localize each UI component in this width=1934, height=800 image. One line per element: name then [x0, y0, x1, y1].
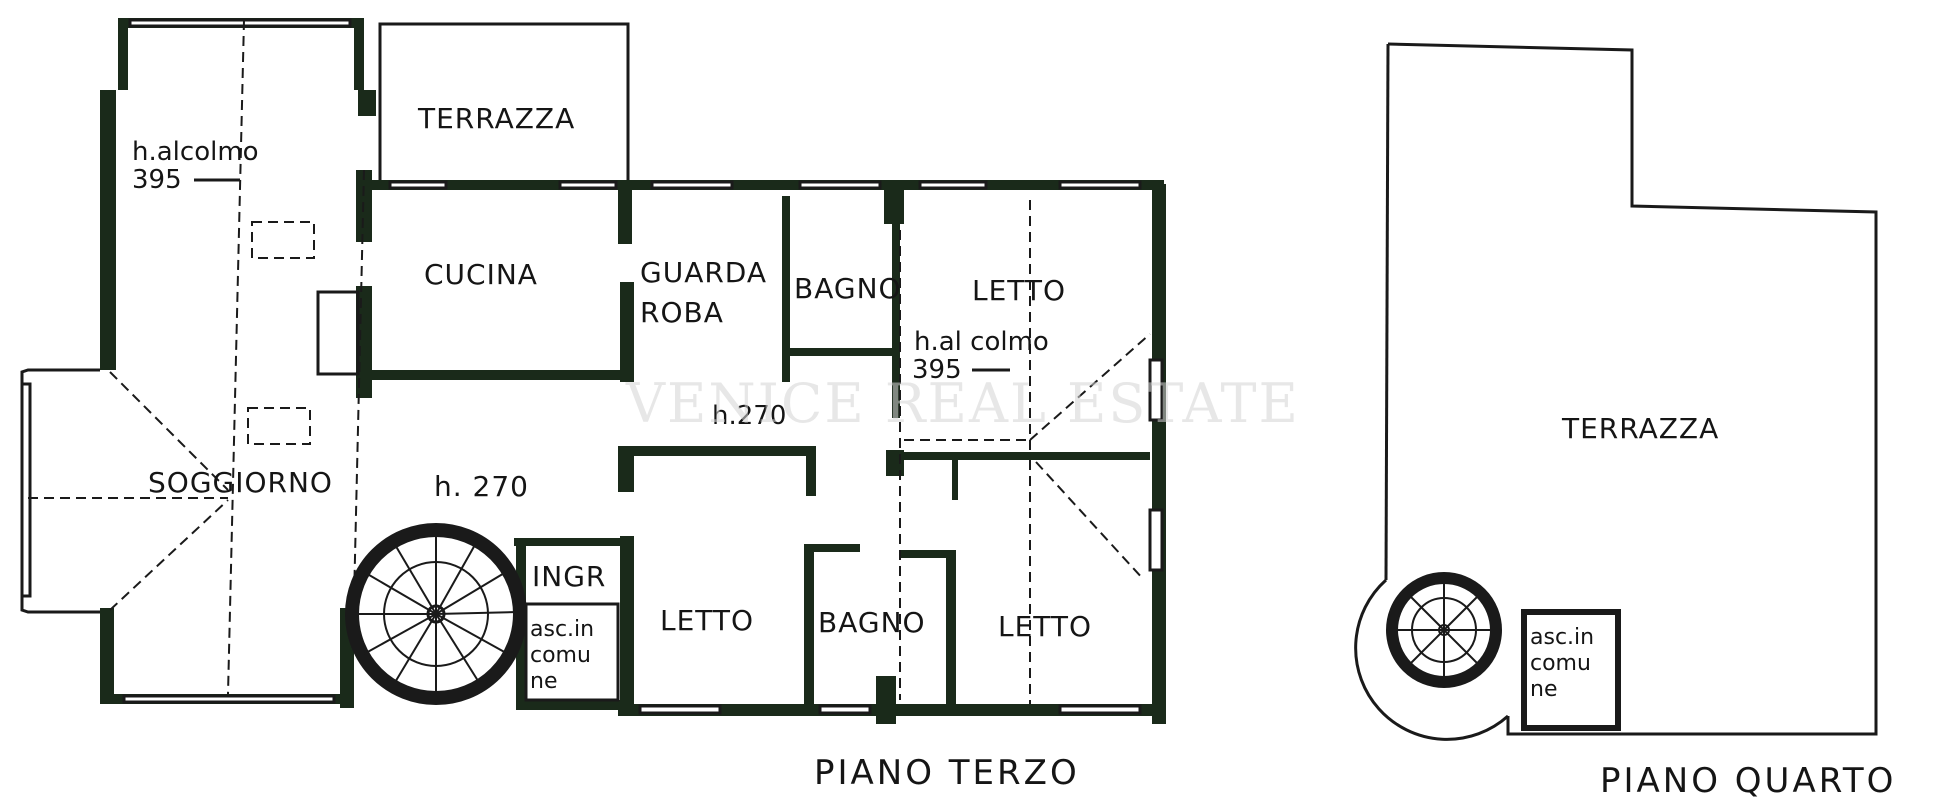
wall: [118, 18, 128, 90]
wall: [100, 608, 114, 704]
window: [918, 180, 988, 190]
window: [558, 180, 618, 190]
window: [20, 382, 32, 598]
label-terrazza: TERRAZZA: [417, 102, 575, 135]
wall: [804, 544, 814, 710]
wall: [618, 446, 634, 492]
skylight: [251, 221, 315, 259]
label-ascensore-q-1: asc.in: [1530, 625, 1594, 650]
wall: [782, 196, 790, 382]
wall: [1384, 43, 1390, 581]
wall: [620, 282, 634, 382]
wall: [618, 446, 816, 456]
label-height-colmo-letto-value: 395: [912, 355, 962, 385]
label-ascensore-2: comu: [530, 643, 591, 668]
terrazza-outline: [378, 22, 630, 184]
label-letto-bottom-left: LETTO: [660, 604, 754, 637]
window: [128, 18, 352, 28]
window: [388, 180, 448, 190]
window: [650, 180, 734, 190]
label-cucina: CUCINA: [424, 258, 538, 291]
label-ascensore-1: asc.in: [530, 617, 594, 642]
spiral-staircase: [1386, 572, 1502, 688]
window: [1148, 508, 1164, 572]
window: [1148, 358, 1164, 422]
wall: [618, 180, 632, 244]
chimney: [316, 290, 360, 376]
label-height-colmo-letto: h.al colmo: [914, 327, 1049, 357]
piano-quarto-plan: TERRAZZA asc.in comu ne PIANO QUARTO: [1354, 42, 1896, 800]
window: [818, 704, 872, 715]
label-height-colmo-soggiorno-value: 395: [132, 165, 182, 195]
ridge-line: [1029, 333, 1151, 441]
label-height-corridoio: h.270: [712, 401, 786, 431]
bay-window: [20, 368, 100, 614]
wall: [354, 18, 364, 90]
wall: [884, 180, 904, 224]
wall: [620, 536, 634, 716]
label-ascensore-q-2: comu: [1530, 651, 1591, 676]
wall: [514, 538, 634, 546]
wall: [806, 544, 860, 552]
window: [638, 704, 722, 715]
window: [798, 180, 882, 190]
wall: [806, 446, 816, 496]
stair-curve: [1354, 578, 1509, 741]
terrazza-outline: [1387, 42, 1878, 736]
wall: [788, 348, 900, 356]
label-height-soggiorno: h. 270: [434, 470, 529, 503]
label-height-colmo-soggiorno: h.alcolmo: [132, 137, 259, 167]
lift-shaft: [1521, 609, 1621, 731]
label-guardaroba-2: ROBA: [640, 296, 724, 329]
label-soggiorno: SOGGIORNO: [148, 466, 333, 499]
wall: [100, 90, 116, 370]
piano-terzo-plan: TERRAZZA CUCINA GUARDA ROBA BAGNO LETTO …: [20, 18, 1166, 793]
wall: [372, 180, 1164, 190]
title-piano-terzo: PIANO TERZO: [814, 753, 1080, 793]
wall: [876, 676, 896, 724]
ridge-line: [353, 169, 365, 601]
spiral-staircase: [345, 523, 527, 705]
ridge-line: [227, 19, 245, 695]
wall: [946, 550, 956, 710]
ridge-line: [109, 499, 229, 611]
ridge-line: [1035, 461, 1145, 581]
label-bagno-bottom: BAGNO: [818, 606, 926, 639]
label-ingresso: INGR: [532, 560, 606, 593]
label-letto-bottom-right: LETTO: [998, 610, 1092, 643]
label-ascensore-3: ne: [530, 669, 557, 694]
wall: [892, 224, 900, 418]
window: [1058, 704, 1142, 715]
ridge-line: [109, 371, 229, 491]
window: [1058, 180, 1142, 190]
wall: [952, 460, 958, 500]
title-piano-quarto: PIANO QUARTO: [1600, 761, 1896, 800]
wall: [900, 452, 1150, 460]
wall: [900, 550, 956, 558]
watermark: VENICE REAL ESTATE: [625, 372, 1300, 435]
wall: [1152, 184, 1166, 724]
wall: [516, 700, 624, 710]
wall: [372, 370, 624, 380]
label-ascensore-q-3: ne: [1530, 677, 1557, 702]
label-terrazza-quarto: TERRAZZA: [1561, 412, 1719, 445]
label-bagno-top: BAGNO: [794, 272, 902, 305]
window: [122, 694, 336, 704]
label-guardaroba-1: GUARDA: [640, 256, 767, 289]
skylight: [247, 407, 311, 445]
label-letto-top: LETTO: [972, 274, 1066, 307]
wall: [358, 90, 376, 116]
